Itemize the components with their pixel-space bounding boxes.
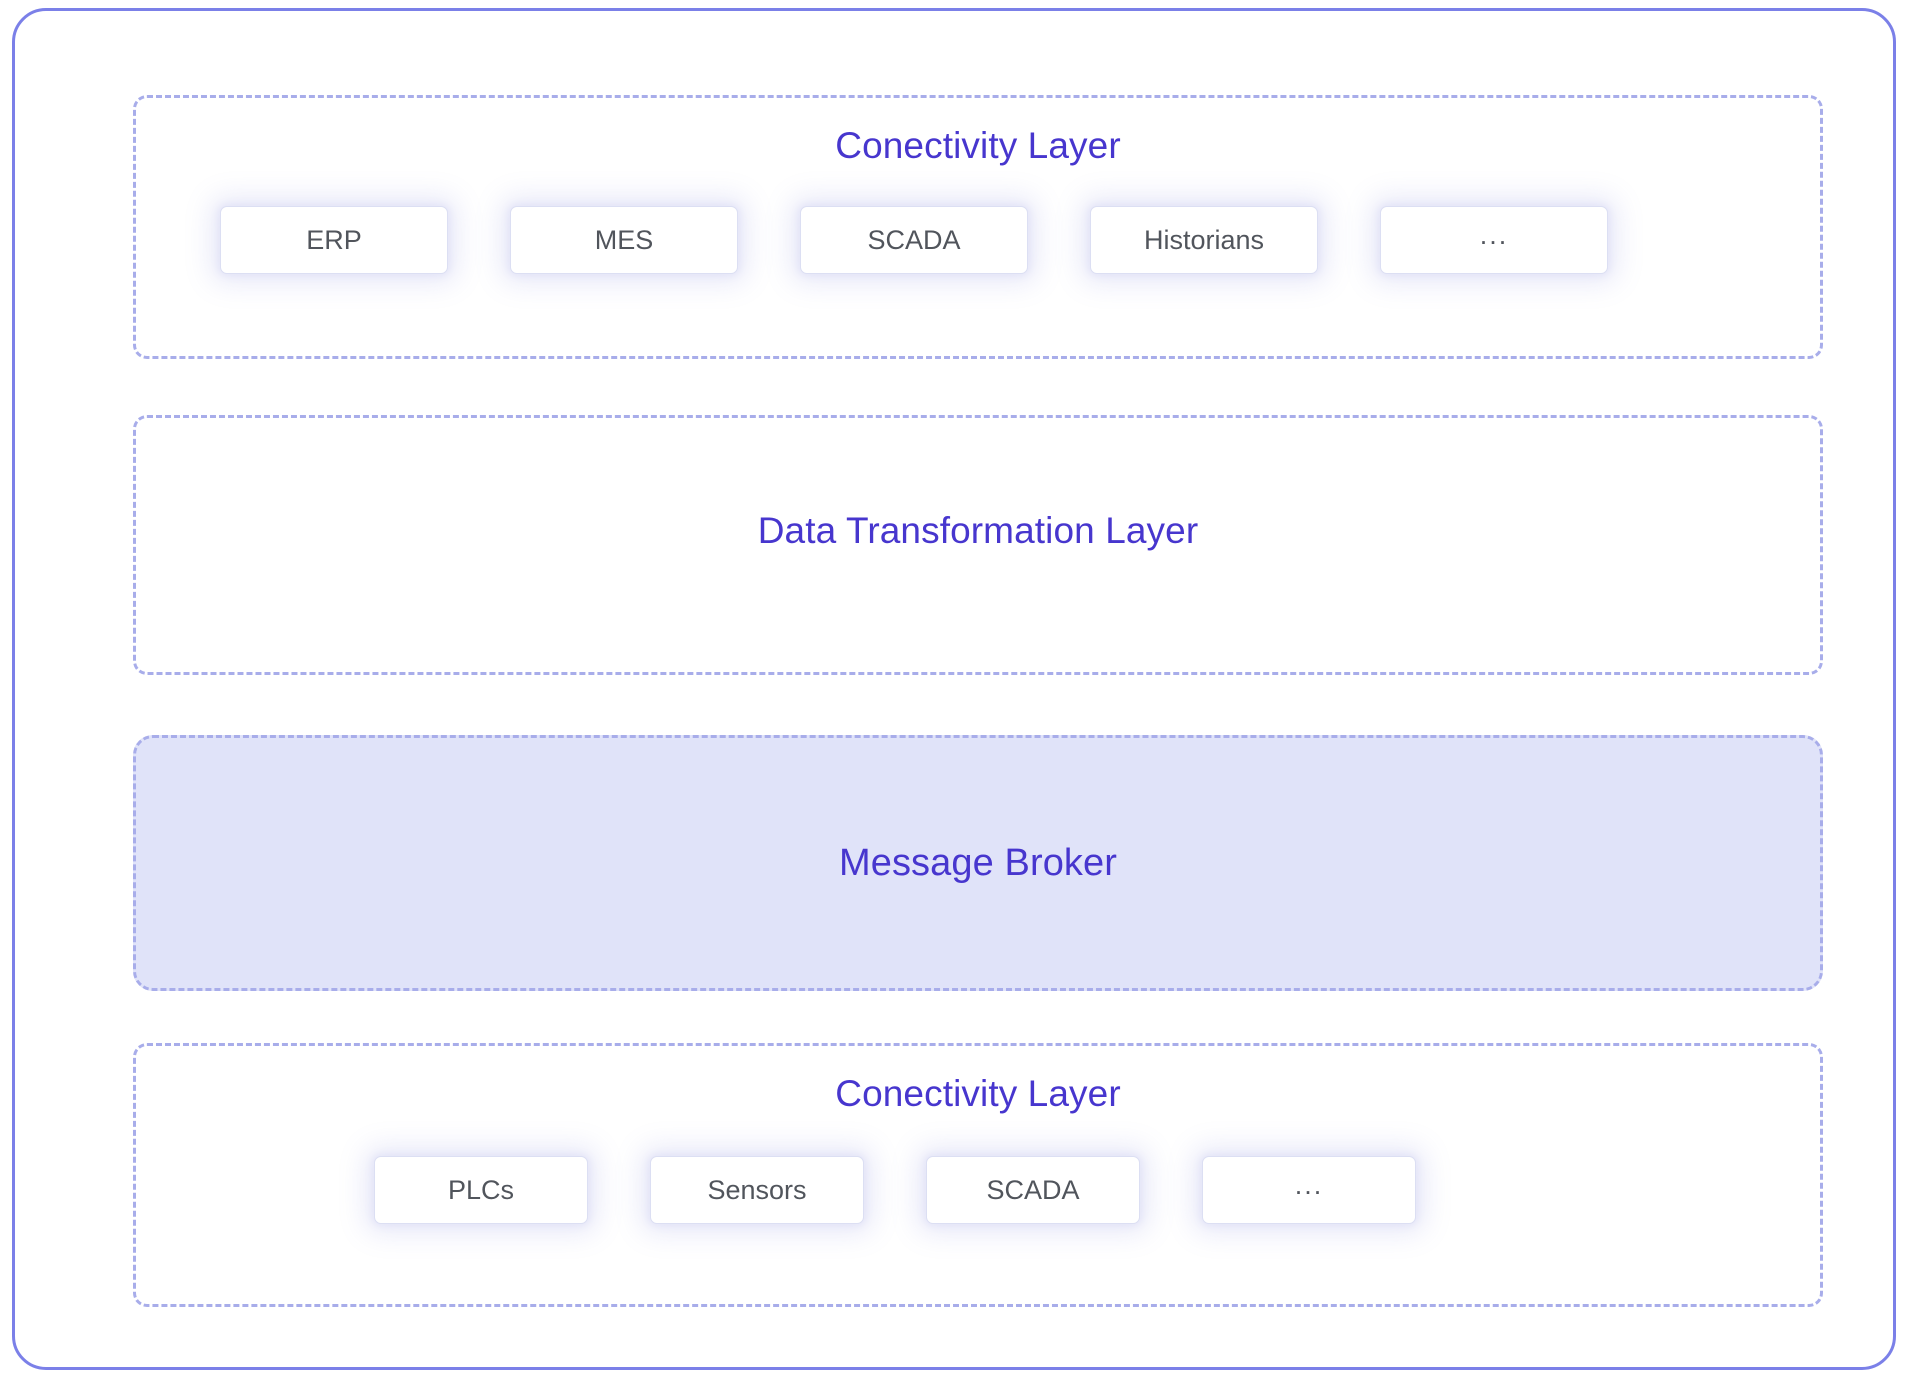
node-more-bottom[interactable]: ...	[1202, 1156, 1416, 1224]
node-label: PLCs	[447, 1174, 515, 1205]
node-more-top[interactable]: ...	[1380, 206, 1608, 274]
layer-title-connectivity-top: Conectivity Layer	[835, 125, 1121, 166]
layer-data-transformation: Data Transformation Layer	[133, 415, 1823, 675]
node-row-connectivity-bottom: PLCs Sensors SCADA ...	[136, 1156, 1920, 1224]
node-sensors[interactable]: Sensors	[650, 1156, 864, 1224]
node-label: ERP	[306, 224, 362, 255]
node-label: ...	[1294, 1169, 1324, 1200]
node-scada-bottom[interactable]: SCADA	[926, 1156, 1140, 1224]
layer-title-data-transformation: Data Transformation Layer	[757, 510, 1199, 551]
node-erp[interactable]: ERP	[220, 206, 448, 274]
layer-stack: Conectivity Layer ERP MES SCADA Historia…	[133, 95, 1823, 1307]
layer-title-message-broker: Message Broker	[838, 842, 1118, 884]
node-label: SCADA	[986, 1174, 1080, 1205]
node-label: ...	[1479, 219, 1509, 250]
layer-connectivity-top: Conectivity Layer ERP MES SCADA Historia…	[133, 95, 1823, 359]
layer-title-connectivity-bottom: Conectivity Layer	[835, 1073, 1121, 1114]
node-label: MES	[594, 224, 654, 255]
node-row-connectivity-top: ERP MES SCADA Historians ...	[136, 206, 1904, 274]
architecture-diagram-frame: Conectivity Layer ERP MES SCADA Historia…	[12, 8, 1896, 1370]
node-mes[interactable]: MES	[510, 206, 738, 274]
node-scada-top[interactable]: SCADA	[800, 206, 1028, 274]
node-label: Sensors	[707, 1174, 807, 1205]
layer-connectivity-bottom: Conectivity Layer PLCs Sensors SCADA ...	[133, 1043, 1823, 1307]
node-label: SCADA	[867, 224, 961, 255]
node-historians[interactable]: Historians	[1090, 206, 1318, 274]
layer-message-broker: Message Broker	[133, 735, 1823, 991]
node-label: Historians	[1143, 224, 1265, 255]
node-plcs[interactable]: PLCs	[374, 1156, 588, 1224]
